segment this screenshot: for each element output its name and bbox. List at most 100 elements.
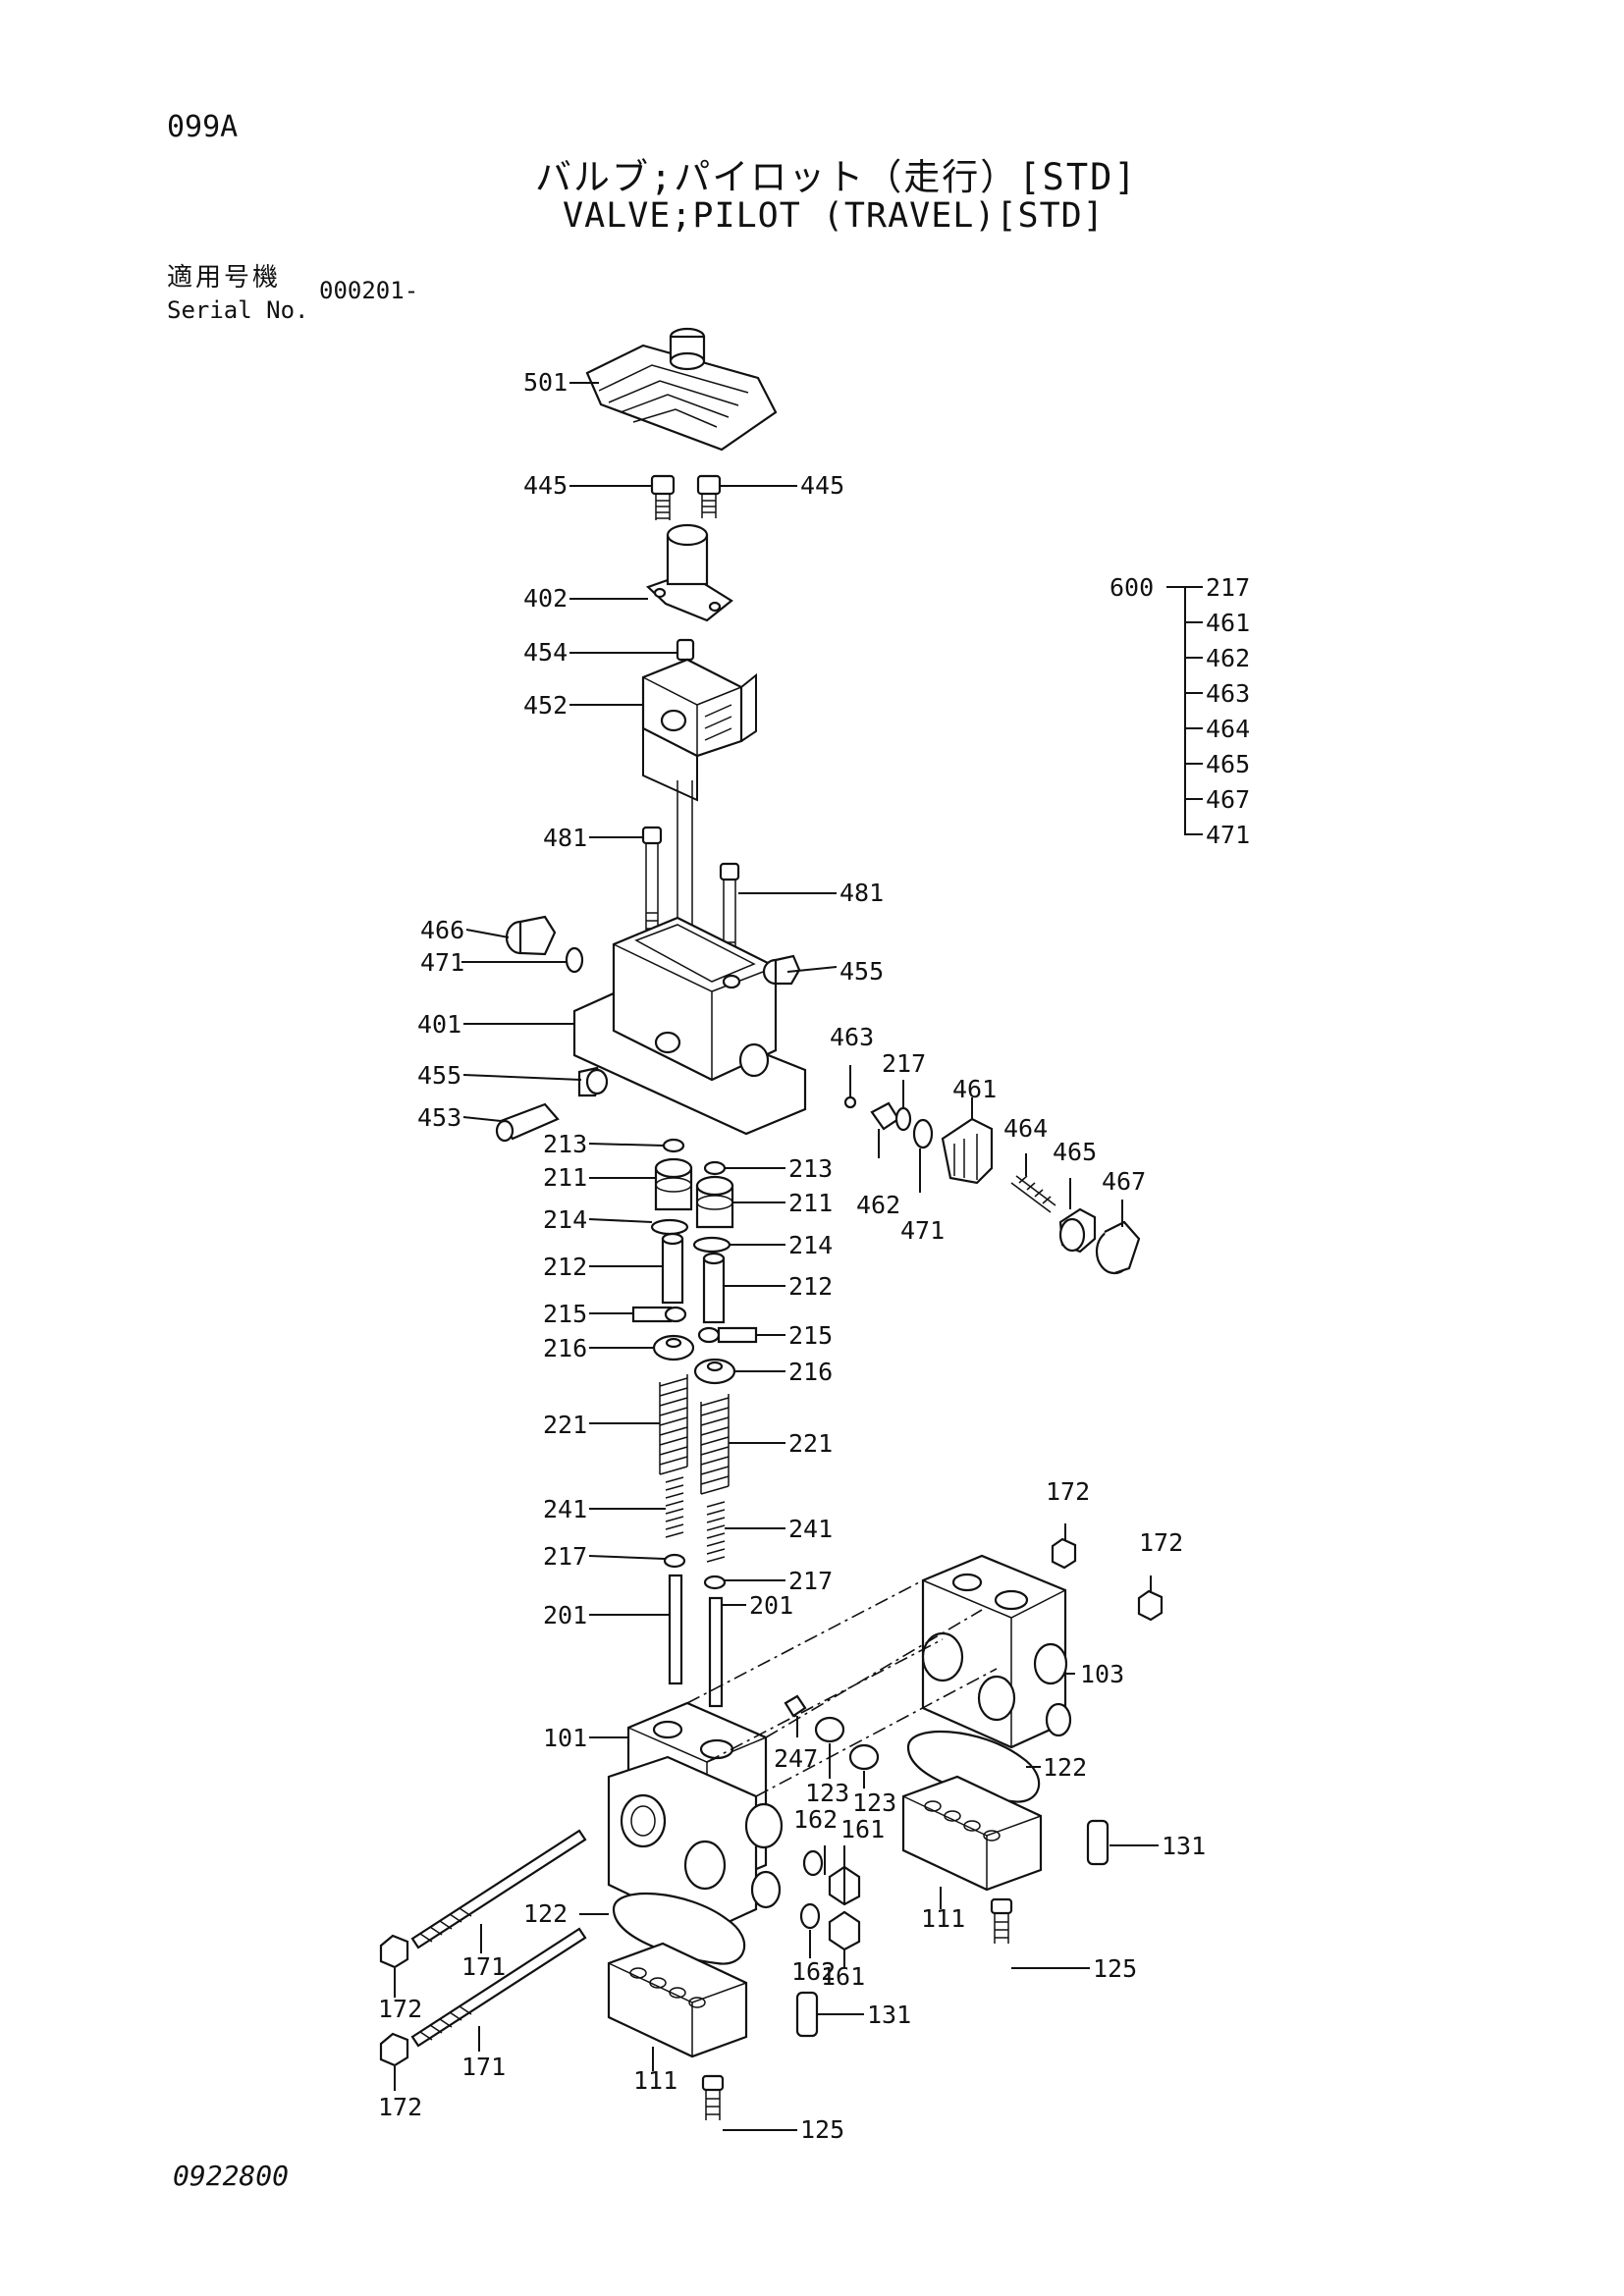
plug-part-455-right xyxy=(762,954,801,986)
callout-501: 501 xyxy=(523,368,568,397)
callout-241: 241 xyxy=(543,1495,587,1523)
callout-465: 465 xyxy=(1053,1138,1097,1166)
kit-component-465: 465 xyxy=(1206,750,1250,778)
bolts-481 xyxy=(641,826,740,967)
kit-component-464: 464 xyxy=(1206,715,1250,743)
drawing-number: 0922800 xyxy=(173,2160,290,2192)
callout-445: 445 xyxy=(523,471,568,500)
callout-471: 471 xyxy=(420,948,464,977)
callout-111: 111 xyxy=(633,2066,677,2095)
callout-466: 466 xyxy=(420,916,464,944)
page-code: 099A xyxy=(167,110,239,144)
callout-213: 213 xyxy=(543,1130,587,1158)
nuts-172 xyxy=(379,1537,1164,2067)
callout-215: 215 xyxy=(543,1300,587,1328)
callout-162: 162 xyxy=(793,1805,838,1834)
callout-123: 123 xyxy=(852,1789,896,1817)
callout-125: 125 xyxy=(800,2115,844,2144)
callout-123: 123 xyxy=(805,1779,849,1807)
callout-461: 461 xyxy=(952,1075,997,1103)
callout-212: 212 xyxy=(788,1272,833,1301)
title-japanese: バルブ;パイロット（走行）[STD] xyxy=(535,156,1138,198)
body-part-103 xyxy=(921,1554,1072,1749)
right-spool-stack xyxy=(692,1160,758,1708)
kit-component-471: 471 xyxy=(1206,821,1250,849)
callout-201: 201 xyxy=(543,1601,587,1629)
callout-161: 161 xyxy=(821,1962,865,1991)
callout-401: 401 xyxy=(417,1010,461,1039)
callout-162: 162 xyxy=(791,1957,836,1986)
kit-component-463: 463 xyxy=(1206,679,1250,708)
callout-214: 214 xyxy=(543,1205,587,1234)
callout-216: 216 xyxy=(543,1334,587,1362)
o-ring-471-left xyxy=(565,946,584,974)
o-ring-123-right xyxy=(848,1743,880,1771)
callout-122: 122 xyxy=(1043,1753,1087,1782)
callout-111: 111 xyxy=(921,1904,965,1933)
callout-241: 241 xyxy=(788,1515,833,1543)
title-english: VALVE;PILOT (TRAVEL)[STD] xyxy=(563,196,1105,236)
callout-131: 131 xyxy=(867,2001,911,2029)
callout-221: 221 xyxy=(788,1429,833,1458)
callout-172: 172 xyxy=(378,2093,422,2121)
callout-125: 125 xyxy=(1093,1954,1137,1983)
callout-463: 463 xyxy=(830,1023,874,1051)
kit-number-label: 600 xyxy=(1110,573,1154,602)
callout-216: 216 xyxy=(788,1358,833,1386)
callout-454: 454 xyxy=(523,638,568,667)
pin-part-247 xyxy=(784,1694,807,1718)
o-ring-162-upper xyxy=(802,1849,824,1877)
serial-number-value: 000201- xyxy=(319,277,419,304)
callout-122: 122 xyxy=(523,1899,568,1928)
cover-part-111-left xyxy=(607,1942,819,2120)
callout-212: 212 xyxy=(543,1253,587,1281)
plate-part-402 xyxy=(645,523,733,622)
callout-481: 481 xyxy=(839,879,884,907)
callout-211: 211 xyxy=(543,1163,587,1192)
callout-455: 455 xyxy=(839,957,884,986)
callout-221: 221 xyxy=(543,1411,587,1439)
seal-part-122-left xyxy=(612,1892,746,1965)
left-spool-stack xyxy=(631,1138,695,1685)
kit-component-217: 217 xyxy=(1206,573,1250,602)
leader-lines xyxy=(394,382,1159,2131)
o-ring-123-left xyxy=(814,1716,845,1743)
callout-452: 452 xyxy=(523,691,568,720)
callout-171: 171 xyxy=(461,2053,506,2081)
part-callout-labels: 501 445 445 402 454 452 481 481 466 471 455 401 455 4… xyxy=(378,368,1206,2144)
callout-215: 215 xyxy=(788,1321,833,1350)
plug-part-455-left xyxy=(577,1066,609,1097)
callout-131: 131 xyxy=(1162,1832,1206,1860)
callout-455: 455 xyxy=(417,1061,461,1090)
callout-471: 471 xyxy=(900,1216,945,1245)
kit-component-467: 467 xyxy=(1206,785,1250,814)
callout-217: 217 xyxy=(882,1049,926,1078)
tie-rods-171 xyxy=(410,1829,587,2048)
callout-211: 211 xyxy=(788,1189,833,1217)
assembly-kit-bracket xyxy=(1166,586,1203,835)
callout-247: 247 xyxy=(774,1744,818,1773)
cover-part-111-right xyxy=(901,1775,1110,1944)
callout-481: 481 xyxy=(543,824,587,852)
callout-172: 172 xyxy=(1046,1477,1090,1506)
body-part-401 xyxy=(572,916,807,1136)
screws-445 xyxy=(650,474,722,520)
right-side-valve-parts xyxy=(843,1095,1141,1275)
callout-453: 453 xyxy=(417,1103,461,1132)
callout-467: 467 xyxy=(1102,1167,1146,1196)
o-ring-162-lower xyxy=(799,1902,821,1930)
callout-171: 171 xyxy=(461,1952,506,1981)
kit-component-461: 461 xyxy=(1206,609,1250,637)
serial-label-japanese: 適用号機 xyxy=(167,263,282,293)
boot-part-501 xyxy=(585,327,778,452)
callout-402: 402 xyxy=(523,584,568,613)
callout-445: 445 xyxy=(800,471,844,500)
callout-172: 172 xyxy=(378,1995,422,2023)
plug-part-466 xyxy=(505,915,557,956)
callout-214: 214 xyxy=(788,1231,833,1259)
serial-label-english: Serial No. xyxy=(167,296,309,324)
callout-201: 201 xyxy=(749,1591,793,1620)
callout-101: 101 xyxy=(543,1724,587,1752)
